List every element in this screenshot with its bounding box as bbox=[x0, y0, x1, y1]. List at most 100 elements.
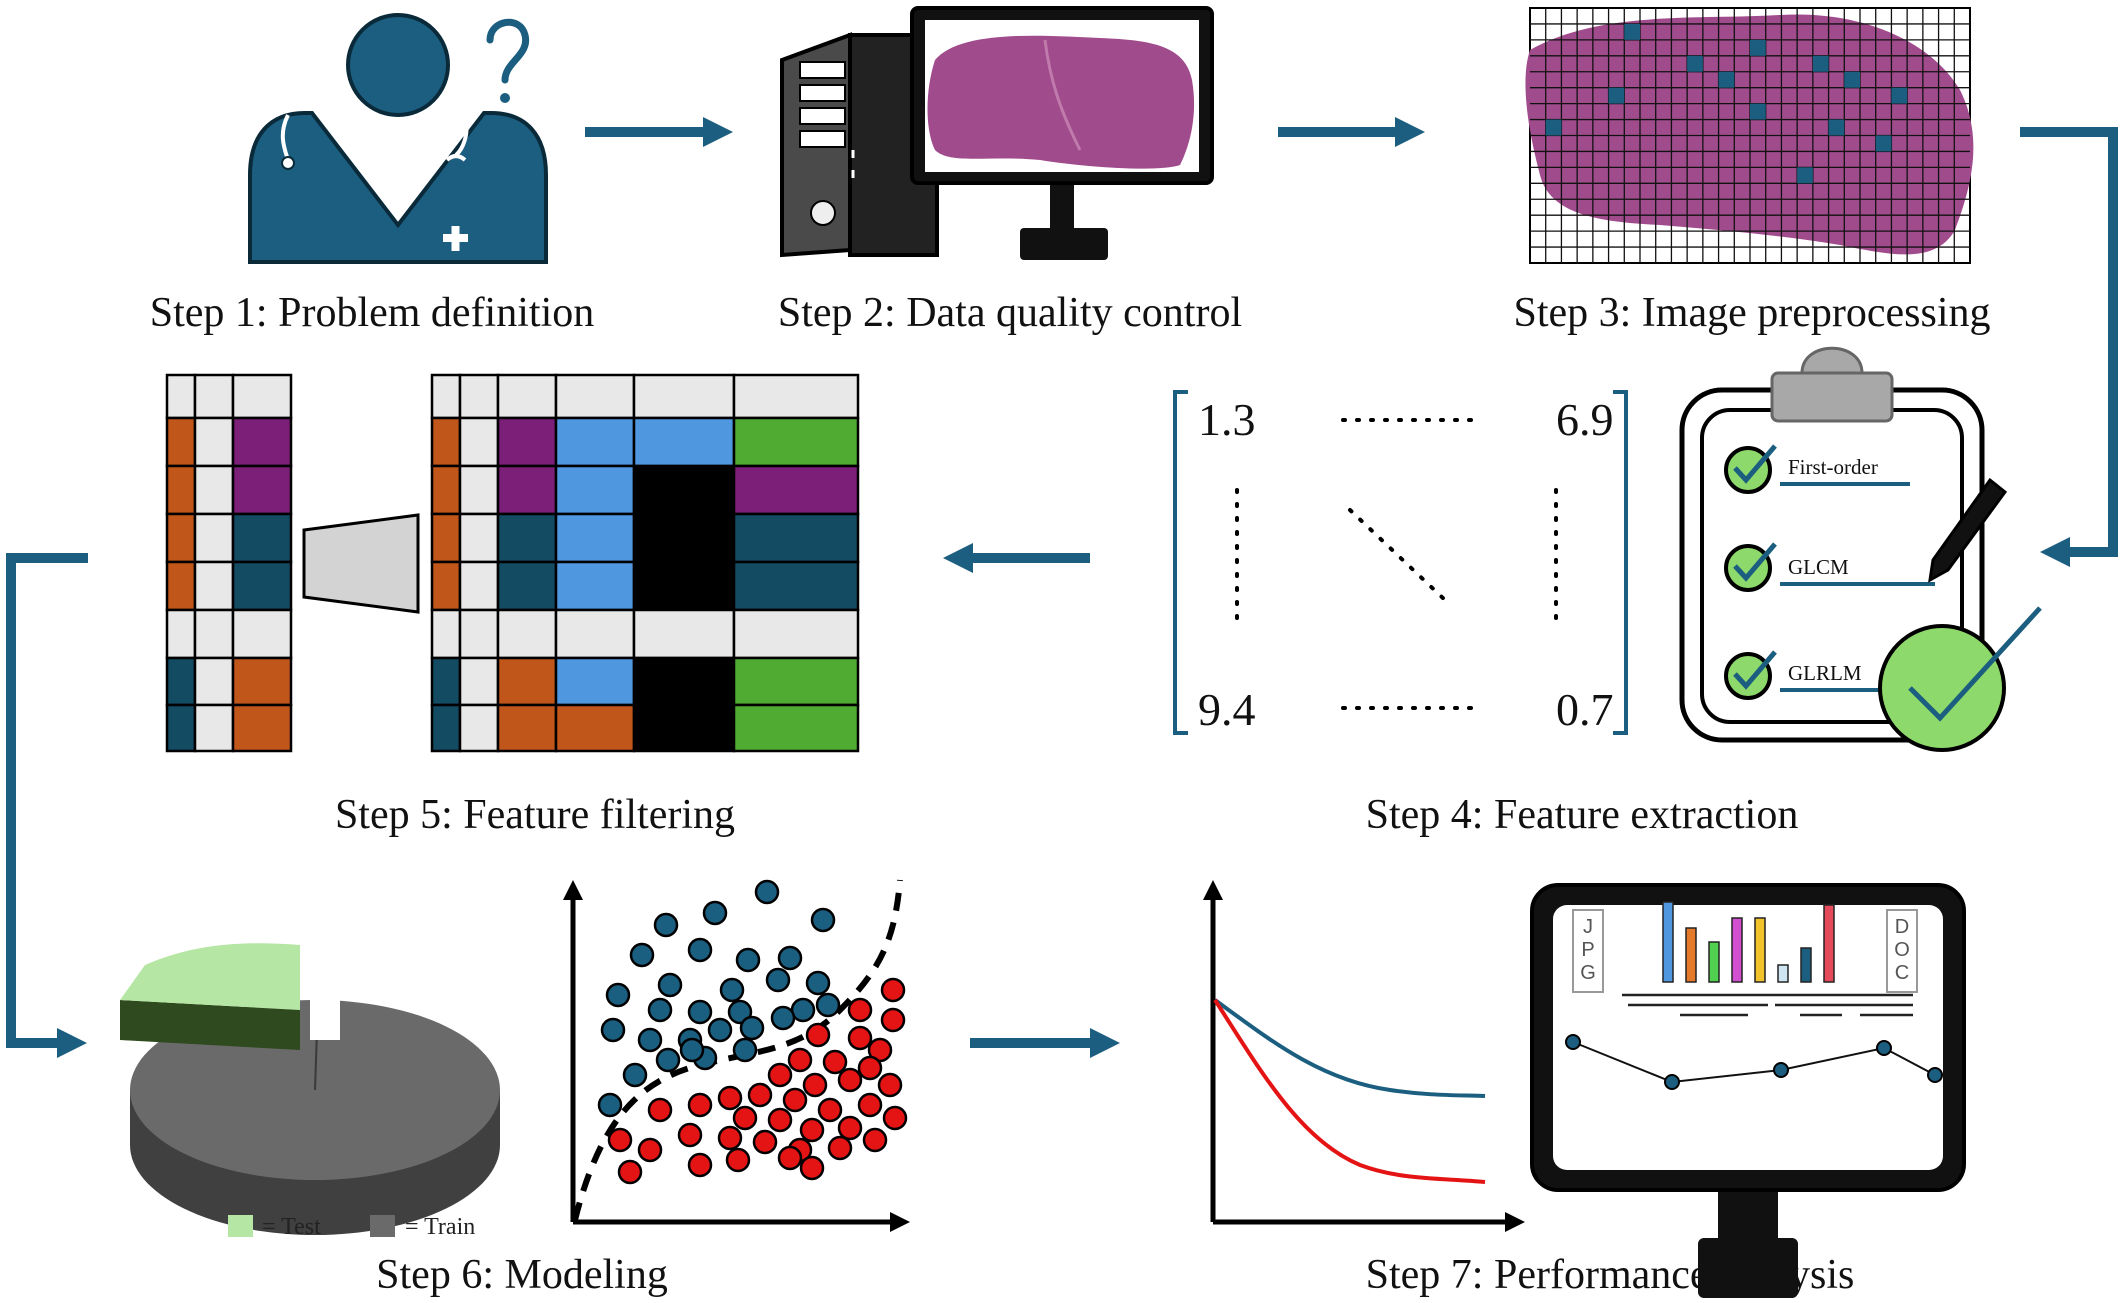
table-cell bbox=[458, 608, 500, 660]
svg-text:G: G bbox=[1580, 962, 1596, 984]
selected-tile bbox=[1812, 55, 1829, 72]
scatter-point-class-a bbox=[629, 942, 655, 968]
table-cell bbox=[458, 656, 500, 707]
text-lines bbox=[1622, 993, 1913, 1017]
scatter-point-class-b bbox=[747, 1082, 773, 1108]
table-cell bbox=[554, 512, 636, 564]
checklist-item-3: GLRLM bbox=[1788, 661, 1862, 685]
step6-label: Step 6: Modeling bbox=[376, 1252, 668, 1298]
table-cell bbox=[458, 560, 500, 612]
table-cell bbox=[496, 656, 558, 707]
selected-tile bbox=[1844, 71, 1860, 88]
scatter-point-class-b bbox=[752, 1129, 778, 1155]
scatter-point-class-a bbox=[770, 1005, 796, 1031]
table-cell bbox=[193, 560, 235, 612]
scatter-point-class-a bbox=[707, 1017, 733, 1043]
table-cell bbox=[632, 608, 736, 660]
scatter-point-class-b bbox=[882, 1105, 908, 1131]
table-cell bbox=[430, 608, 462, 660]
feature-matrix: 1.3 6.9 9.4 0.7 bbox=[1173, 390, 1628, 735]
table-cell bbox=[231, 373, 293, 420]
arrow-step5-to-step6 bbox=[6, 553, 88, 1058]
table-cell bbox=[231, 512, 293, 564]
scatter-point-class-a bbox=[727, 999, 753, 1025]
step3-label: Step 3: Image preprocessing bbox=[1513, 290, 1990, 336]
table-cell bbox=[554, 703, 636, 753]
selected-tiles bbox=[1545, 23, 1908, 184]
scatter-point-class-a bbox=[732, 1037, 758, 1063]
table-cell bbox=[165, 656, 197, 707]
selected-tile bbox=[1545, 119, 1562, 136]
table-cell bbox=[430, 560, 462, 612]
selected-tile bbox=[1875, 135, 1892, 152]
svg-text:C: C bbox=[1895, 962, 1909, 984]
table-cell bbox=[430, 416, 462, 468]
pie-chart-icon bbox=[120, 940, 500, 1235]
full-feature-table bbox=[430, 373, 860, 753]
pen-icon bbox=[1928, 477, 2008, 583]
table-cell bbox=[732, 656, 860, 707]
scatter-point-class-b bbox=[837, 1067, 863, 1093]
step5-label: Step 5: Feature filtering bbox=[335, 792, 735, 838]
svg-text:P: P bbox=[1581, 939, 1594, 961]
selected-tile bbox=[1750, 103, 1766, 120]
doc-file-icon: D O C bbox=[1886, 909, 1918, 993]
scatter-point-class-a bbox=[805, 970, 831, 996]
scatter-point-class-b bbox=[617, 1159, 643, 1185]
table-cell bbox=[496, 703, 558, 753]
table-cell bbox=[732, 416, 860, 468]
table-cell bbox=[732, 512, 860, 564]
scatter-point-class-a bbox=[687, 937, 713, 963]
table-cell bbox=[165, 373, 197, 420]
matrix-bottom-right: 0.7 bbox=[1556, 684, 1614, 735]
table-cell bbox=[458, 373, 500, 420]
table-cell bbox=[632, 373, 736, 420]
filtered-feature-table bbox=[165, 373, 293, 753]
arrow-step3-to-step4 bbox=[2020, 127, 2118, 567]
table-cell bbox=[231, 703, 293, 753]
svg-text:J: J bbox=[1583, 916, 1593, 938]
jpg-file-icon: J P G bbox=[1572, 909, 1604, 993]
table-cell bbox=[458, 703, 500, 753]
selected-tile bbox=[1687, 55, 1703, 72]
table-cell bbox=[165, 464, 197, 516]
step1-label: Step 1: Problem definition bbox=[150, 290, 594, 336]
monitor-icon bbox=[910, 6, 1214, 260]
scatter-point-class-b bbox=[802, 1072, 828, 1098]
table-cell bbox=[732, 373, 860, 420]
table-cell bbox=[231, 608, 293, 660]
scatter-point-class-b bbox=[607, 1127, 633, 1153]
scatter-point-class-a bbox=[605, 982, 631, 1008]
table-cell bbox=[554, 373, 636, 420]
matrix-bottom-left: 9.4 bbox=[1198, 684, 1256, 735]
matrix-top-left: 1.3 bbox=[1198, 394, 1256, 445]
scatter-point-class-b bbox=[799, 1117, 825, 1143]
table-cell-merged bbox=[634, 658, 734, 751]
table-cell bbox=[496, 464, 558, 516]
table-cell bbox=[554, 608, 636, 660]
table-cell bbox=[496, 608, 558, 660]
checklist-item-1: First-order bbox=[1788, 455, 1878, 479]
doctor-icon bbox=[248, 13, 548, 264]
scatter-point-class-a bbox=[657, 972, 683, 998]
table-cell bbox=[430, 373, 462, 420]
scatter-point-class-a bbox=[600, 1017, 626, 1043]
table-cell bbox=[732, 560, 860, 612]
selected-tile bbox=[1718, 71, 1735, 88]
table-cell bbox=[193, 608, 235, 660]
scatter-point-class-a bbox=[653, 912, 679, 938]
svg-text:O: O bbox=[1894, 939, 1910, 961]
tiled-tissue-image bbox=[1525, 7, 1974, 264]
tile-grid bbox=[1530, 8, 1970, 263]
table-cell bbox=[231, 656, 293, 707]
scatter-point-class-b bbox=[822, 1049, 848, 1075]
scatter-point-class-a bbox=[765, 967, 791, 993]
scatter-point-class-b bbox=[777, 1145, 803, 1171]
legend-train: = Train bbox=[405, 1214, 475, 1240]
scatter-point-class-a bbox=[815, 992, 841, 1018]
table-cell bbox=[165, 512, 197, 564]
table-cell bbox=[732, 464, 860, 516]
scatter-plot-icon bbox=[563, 879, 910, 1232]
scatter-point-class-b bbox=[767, 1107, 793, 1133]
